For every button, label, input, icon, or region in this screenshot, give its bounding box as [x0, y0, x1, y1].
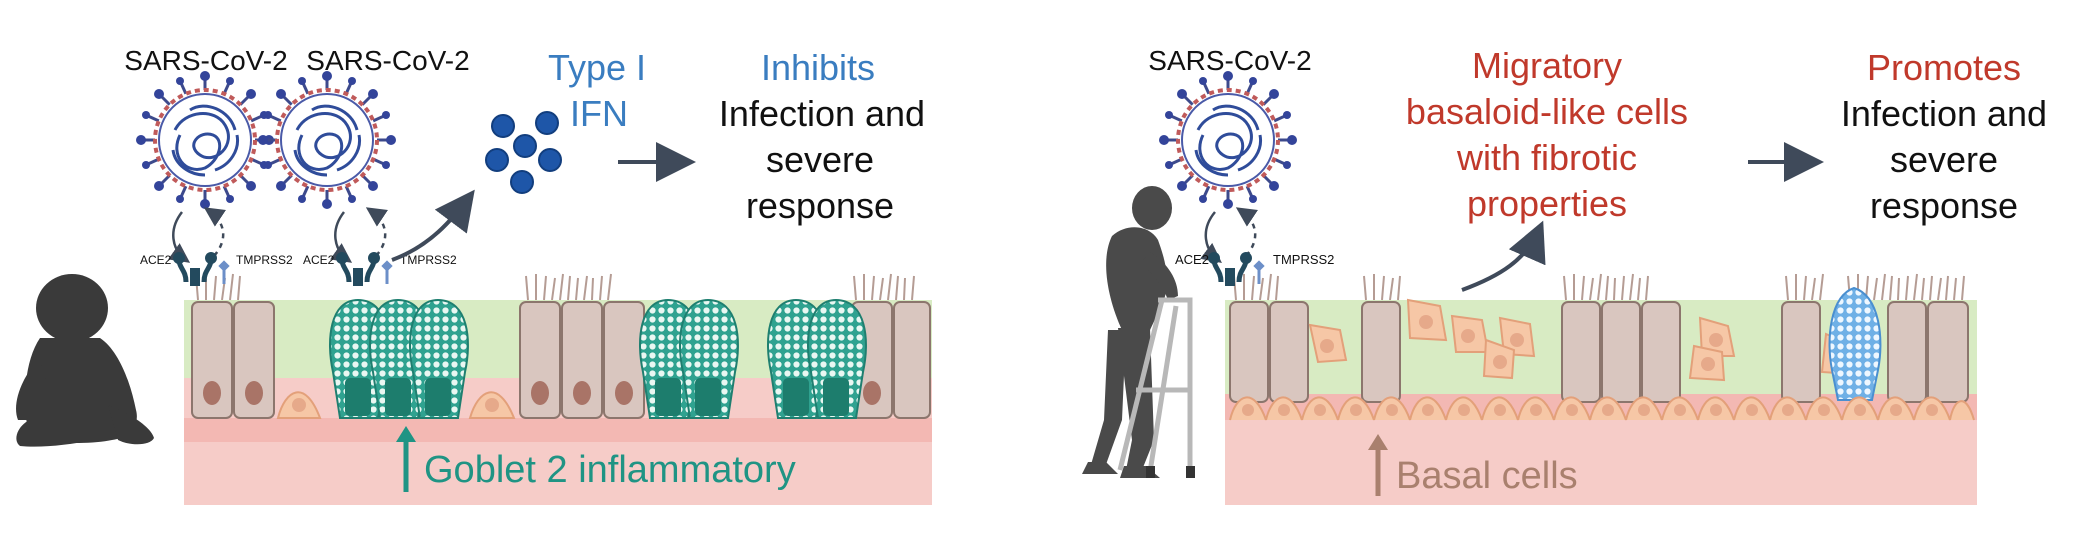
- basal-increase-arrow: [1368, 434, 1388, 496]
- basaloid-arrow: [1461, 220, 1546, 292]
- ace2-label-2: ACE2: [303, 253, 335, 267]
- right-cilia: [1233, 273, 1965, 301]
- infant-silhouette: [16, 274, 154, 447]
- right-ciliated-cells: [1229, 301, 1969, 403]
- left-basal-cells: [276, 391, 516, 419]
- cell-type-line1: Migratory: [1472, 45, 1622, 86]
- right-outcome-line2: severe: [1890, 139, 1998, 180]
- ace2-label-1: ACE2: [140, 253, 172, 267]
- left-outcome-line1: Infection and: [719, 93, 925, 134]
- left-goblet-cells: [328, 298, 867, 419]
- goblet-label: Goblet 2 inflammatory: [424, 449, 796, 491]
- basal-label: Basal cells: [1396, 455, 1578, 497]
- right-basal-row: [1229, 396, 1975, 421]
- cell-type-line4: properties: [1467, 183, 1627, 224]
- left-outcome-line3: response: [746, 185, 894, 226]
- right-effect-word: Promotes: [1867, 47, 2021, 88]
- virus-2-label: SARS-CoV-2: [306, 45, 469, 76]
- tmprss2-label-2: TMPRSS2: [400, 253, 457, 267]
- virus-1-label: SARS-CoV-2: [124, 45, 287, 76]
- cell-type-line2: basaloid-like cells: [1406, 91, 1688, 132]
- left-cell-nuclei: [203, 381, 881, 405]
- ifn-release-arrow: [391, 189, 475, 262]
- elderly-silhouette: [1082, 186, 1195, 478]
- right-outcome-line3: response: [1870, 185, 2018, 226]
- receptor-3-icon: [1208, 252, 1265, 286]
- left-effect-word: Inhibits: [761, 47, 875, 88]
- cell-type-line3: with fibrotic: [1456, 137, 1637, 178]
- ifn-label-line1: Type I: [548, 47, 646, 88]
- virus-3-icon: [1157, 69, 1299, 211]
- left-basement: [184, 418, 932, 442]
- ifn-label-line2: IFN: [570, 93, 628, 134]
- left-outcome-line2: severe: [766, 139, 874, 180]
- receptor-2-icon: [336, 252, 393, 286]
- right-panel: Basal cells: [1082, 45, 2047, 505]
- goblet-increase-arrow: [396, 426, 416, 492]
- virus-1-icon: [134, 69, 276, 211]
- tmprss2-label-3: TMPRSS2: [1273, 252, 1334, 267]
- left-panel: Goblet 2 inflammatory SARS-CoV-2 SARS-Co…: [16, 45, 932, 505]
- receptor-1-icon: [173, 252, 230, 286]
- ace2-label-3: ACE2: [1175, 252, 1209, 267]
- virus-2-icon: [256, 69, 398, 211]
- tmprss2-label-1: TMPRSS2: [236, 253, 293, 267]
- virus-3-label: SARS-CoV-2: [1148, 45, 1311, 76]
- ifn-molecules-icon: [485, 111, 562, 194]
- left-cilia: [195, 273, 915, 301]
- right-outcome-line1: Infection and: [1841, 93, 2047, 134]
- right-goblet-cell: [1828, 286, 1882, 401]
